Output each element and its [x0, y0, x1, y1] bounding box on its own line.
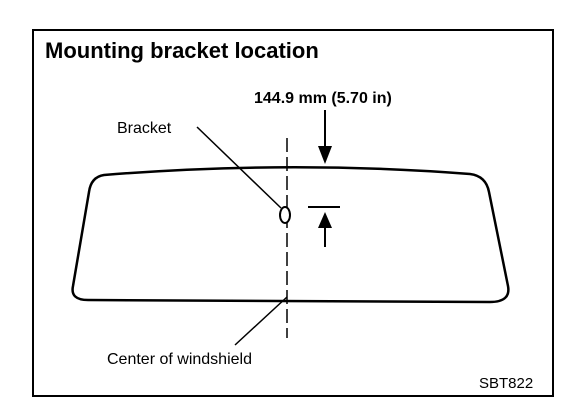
- figure-code: SBT822: [479, 375, 533, 392]
- center-of-windshield-label: Center of windshield: [107, 351, 252, 368]
- top-dimension-arrow: [318, 110, 332, 164]
- bracket-marker: [279, 206, 291, 224]
- bracket-label: Bracket: [117, 120, 172, 137]
- dimension-label: 144.9 mm (5.70 in): [254, 90, 392, 107]
- figure-frame: [32, 29, 554, 397]
- windshield-outline: [71, 166, 510, 304]
- bracket-leader-line: [196, 126, 282, 209]
- center-leader-line: [234, 296, 288, 346]
- diagram-title: Mounting bracket location: [45, 38, 319, 63]
- bottom-dimension-arrow: [308, 206, 340, 247]
